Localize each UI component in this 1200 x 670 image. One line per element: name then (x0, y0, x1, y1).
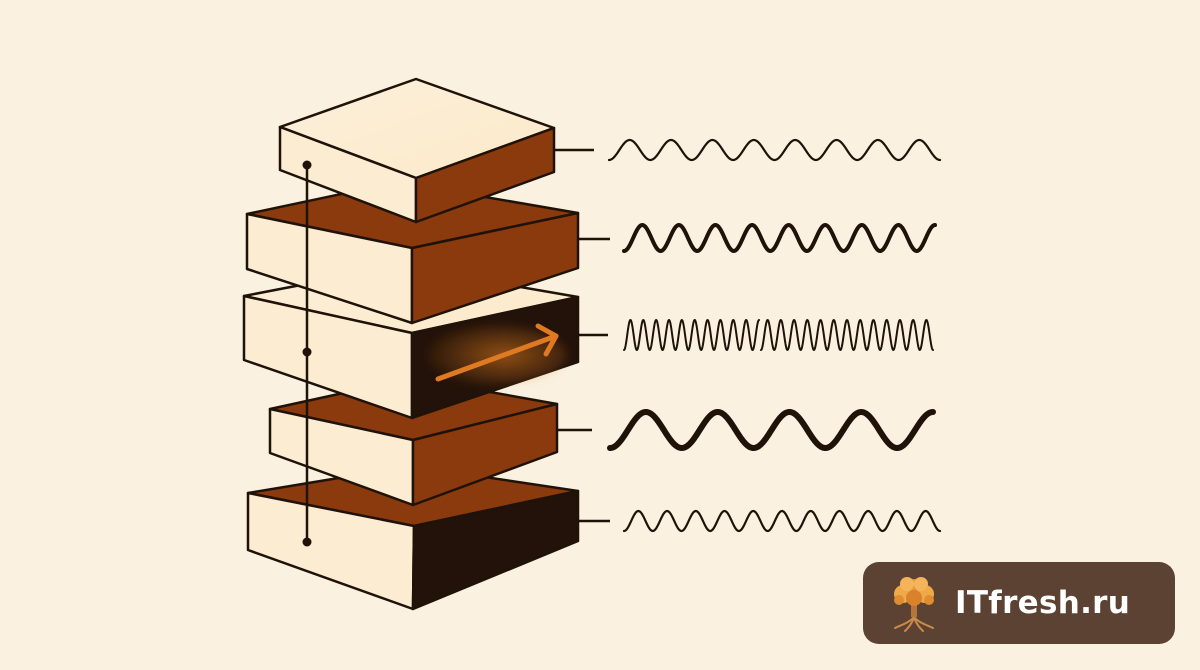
vertical-connector (302, 160, 312, 547)
wave-3-left (623, 319, 760, 351)
wave-5 (622, 509, 942, 533)
layer-2-side-face (410, 211, 580, 325)
connector-node-middle (302, 347, 312, 357)
wave-2 (622, 223, 937, 253)
wave-4 (607, 409, 936, 451)
layer-5-side-face (411, 489, 580, 611)
waves (607, 138, 942, 533)
connector-node-top (302, 160, 312, 170)
site-name: ITfresh.ru (955, 585, 1131, 621)
tree-icon (894, 577, 934, 632)
layer-4 (268, 376, 559, 507)
connector-node-bottom (302, 537, 312, 547)
arrow-icon (435, 323, 559, 382)
layer-4-side-face (411, 402, 559, 507)
layer-1 (278, 77, 556, 224)
site-badge[interactable]: ITfresh.ru (863, 562, 1175, 644)
wave-3-right (760, 319, 934, 351)
wave-1 (607, 138, 942, 162)
layer-1-side-face (414, 126, 556, 224)
leader-lines (554, 148, 610, 523)
